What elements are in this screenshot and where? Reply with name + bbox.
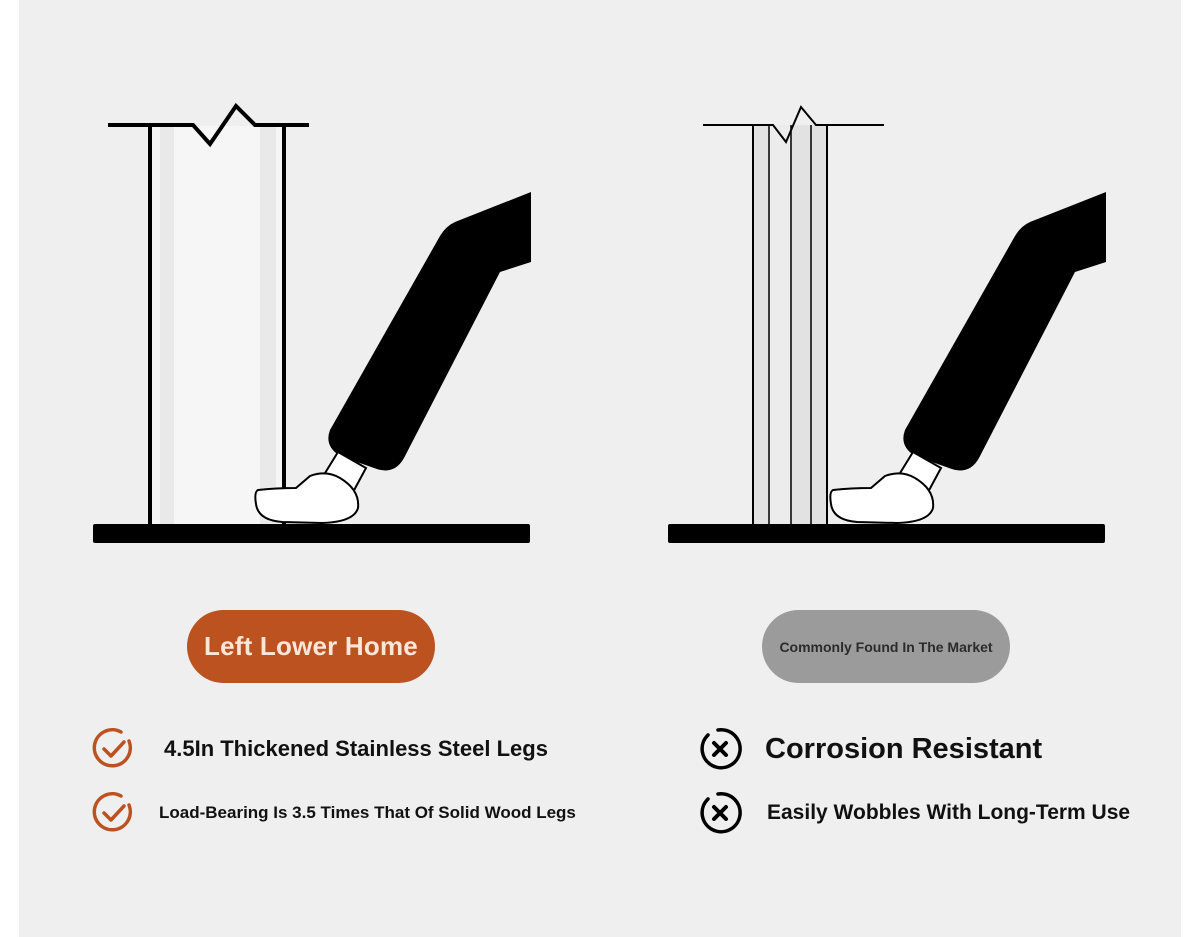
- check-circle-icon: [92, 792, 133, 832]
- thick-steel-leg-illustration: [93, 102, 530, 543]
- right-feature-1: Corrosion Resistant: [698, 727, 1042, 771]
- left-feature-2-text: Load-Bearing Is 3.5 Times That Of Solid …: [159, 803, 576, 822]
- left-feature-1: 4.5In Thickened Stainless Steel Legs: [91, 727, 548, 771]
- market-badge: Commonly Found In The Market: [762, 610, 1010, 683]
- thin-common-leg-illustration: [668, 105, 1105, 543]
- x-circle-icon: [700, 792, 742, 834]
- left-feature-1-text: 4.5In Thickened Stainless Steel Legs: [164, 736, 548, 761]
- kicking-leg-right: [829, 192, 1106, 525]
- market-badge-label: Commonly Found In The Market: [779, 638, 993, 655]
- brand-badge-label: Left Lower Home: [204, 631, 418, 661]
- right-feature-1-text: Corrosion Resistant: [765, 732, 1043, 765]
- check-circle-icon: [92, 728, 133, 768]
- brand-badge: Left Lower Home: [187, 610, 435, 683]
- right-feature-2-text: Easily Wobbles With Long-Term Use: [767, 801, 1131, 824]
- x-circle-icon: [700, 728, 742, 770]
- right-feature-2: Easily Wobbles With Long-Term Use: [698, 791, 1130, 835]
- left-feature-2: Load-Bearing Is 3.5 Times That Of Solid …: [91, 791, 576, 835]
- kicking-leg-left: [254, 192, 531, 525]
